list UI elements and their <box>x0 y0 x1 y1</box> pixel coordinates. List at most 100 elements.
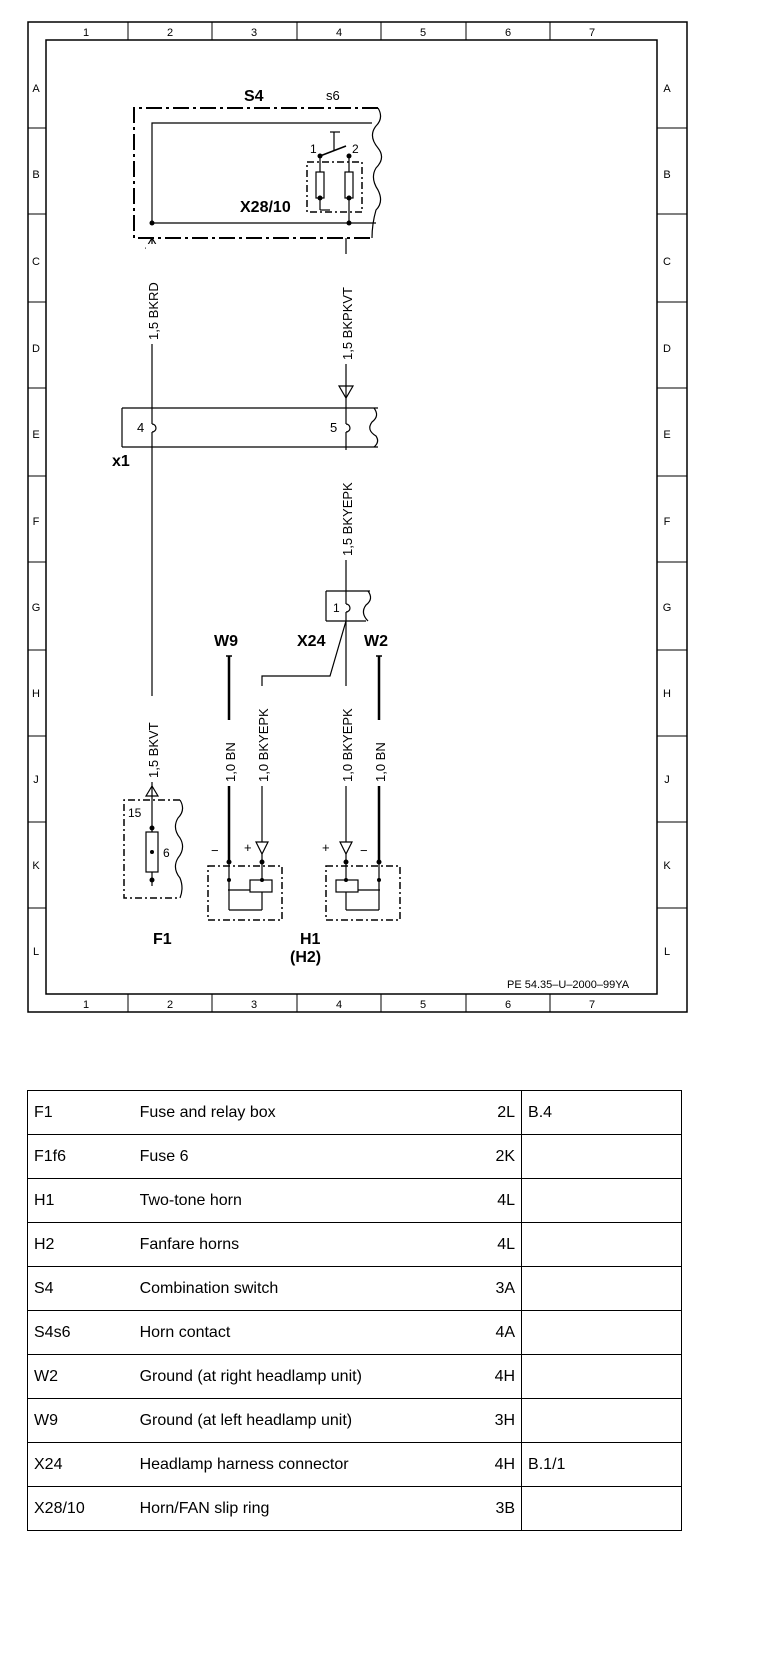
col-label: 7 <box>589 999 595 1011</box>
legend-description: Fuse 6 <box>133 1134 484 1179</box>
legend-page-ref: B.4 <box>521 1090 682 1135</box>
s6-label: s6 <box>326 88 340 103</box>
wire-label-bkvt: 1,5 BKVT <box>146 696 161 782</box>
col-label: 5 <box>420 27 426 39</box>
legend-code: S4 <box>26 1266 134 1311</box>
legend-location: 4L <box>483 1222 523 1267</box>
h1-right-minus: − <box>360 843 368 858</box>
legend-page-ref <box>521 1134 682 1179</box>
legend-location: 4A <box>483 1310 523 1355</box>
h1-label: H1 <box>300 931 321 948</box>
row-label: F <box>33 516 40 528</box>
f1-dots <box>149 825 155 883</box>
row-label: K <box>32 860 40 872</box>
f1-pin15: 15 <box>128 806 142 820</box>
wire-label-bkyepk-right: 1,0 BKYEPK <box>340 686 355 786</box>
row-label: A <box>32 83 40 95</box>
x24-label: X24 <box>297 633 326 650</box>
wire-label-bn-left: 1,0 BN <box>223 720 238 786</box>
legend-code: X24 <box>26 1442 134 1487</box>
legend-description: Fuse and relay box <box>133 1090 484 1135</box>
row-label: J <box>33 774 39 786</box>
legend-code: S4s6 <box>26 1310 134 1355</box>
legend-page-ref <box>521 1222 682 1267</box>
legend-description: Fanfare horns <box>133 1222 484 1267</box>
row-labels-right: A B C D E F G H J K L <box>663 83 672 958</box>
legend-location: 2L <box>483 1090 523 1135</box>
wire-bkyepk-main: 1,5 BKYEPK <box>340 482 355 556</box>
row-label: E <box>663 429 670 441</box>
legend-location: 3H <box>483 1398 523 1443</box>
legend-page-ref <box>521 1178 682 1223</box>
s4-switch-box <box>133 107 383 239</box>
outer-frame <box>27 21 688 1013</box>
h1-right-horn <box>325 841 401 921</box>
col-label: 2 <box>167 999 173 1011</box>
row-labels-left: A B C D E F G H J K L <box>32 83 41 958</box>
row-label: E <box>32 429 39 441</box>
wire-bkyepk-left: 1,0 BKYEPK <box>256 708 271 782</box>
row-label: K <box>663 860 671 872</box>
legend-location: 4H <box>483 1442 523 1487</box>
col-label: 6 <box>505 27 511 39</box>
row-label: C <box>32 256 40 268</box>
legend-description: Combination switch <box>133 1266 484 1311</box>
legend-code: H1 <box>26 1178 134 1223</box>
legend-description: Ground (at left headlamp unit) <box>133 1398 484 1443</box>
wire-bkrd: 1,5 BKRD <box>146 282 161 340</box>
f1-label: F1 <box>153 931 172 948</box>
legend-code: X28/10 <box>26 1486 134 1531</box>
legend-page-ref <box>521 1486 682 1531</box>
wires-upper <box>144 236 355 424</box>
col-label: 3 <box>251 999 257 1011</box>
column-dividers-top <box>127 22 551 40</box>
legend-page-ref <box>521 1310 682 1355</box>
x1-pin4: 4 <box>137 420 144 435</box>
row-label: G <box>663 602 672 614</box>
row-label: H <box>32 688 40 700</box>
legend-location: 4L <box>483 1178 523 1223</box>
legend-code: F1f6 <box>26 1134 134 1179</box>
row-dividers <box>28 127 687 909</box>
col-label: 5 <box>420 999 426 1011</box>
legend-code: W9 <box>26 1398 134 1443</box>
wire-label-bkyepk-left: 1,0 BKYEPK <box>256 686 271 786</box>
row-label: D <box>663 343 671 355</box>
w9-label: W9 <box>214 633 238 650</box>
wire-label-bkpkvt: 1,5 BKPKVT <box>340 254 355 364</box>
col-label: 1 <box>83 999 89 1011</box>
wire-bkpkvt: 1,5 BKPKVT <box>340 287 355 360</box>
legend-location: 2K <box>483 1134 523 1179</box>
row-label: A <box>663 83 671 95</box>
legend-page-ref <box>521 1398 682 1443</box>
legend-location: 3B <box>483 1486 523 1531</box>
x1-connector <box>121 407 379 448</box>
col-label: 3 <box>251 27 257 39</box>
s6-pin2: 2 <box>352 142 359 156</box>
wire-bkvt: 1,5 BKVT <box>146 722 161 778</box>
s4-label: S4 <box>244 88 264 105</box>
x28-label: X28/10 <box>240 199 291 216</box>
h1-left-minus: − <box>211 843 219 858</box>
h2-label: (H2) <box>290 949 321 966</box>
legend-code: W2 <box>26 1354 134 1399</box>
h1-right-dots <box>343 859 382 882</box>
row-label: F <box>664 516 671 528</box>
column-labels-bottom: 1 2 3 4 5 6 7 <box>83 999 595 1011</box>
col-label: 4 <box>336 27 342 39</box>
col-label: 1 <box>83 27 89 39</box>
col-label: 7 <box>589 27 595 39</box>
wire-label-bkyepk-main: 1,5 BKYEPK <box>340 450 355 560</box>
row-label: C <box>663 256 671 268</box>
col-label: 4 <box>336 999 342 1011</box>
row-label: L <box>33 946 39 958</box>
f1-pin6: 6 <box>163 846 170 860</box>
